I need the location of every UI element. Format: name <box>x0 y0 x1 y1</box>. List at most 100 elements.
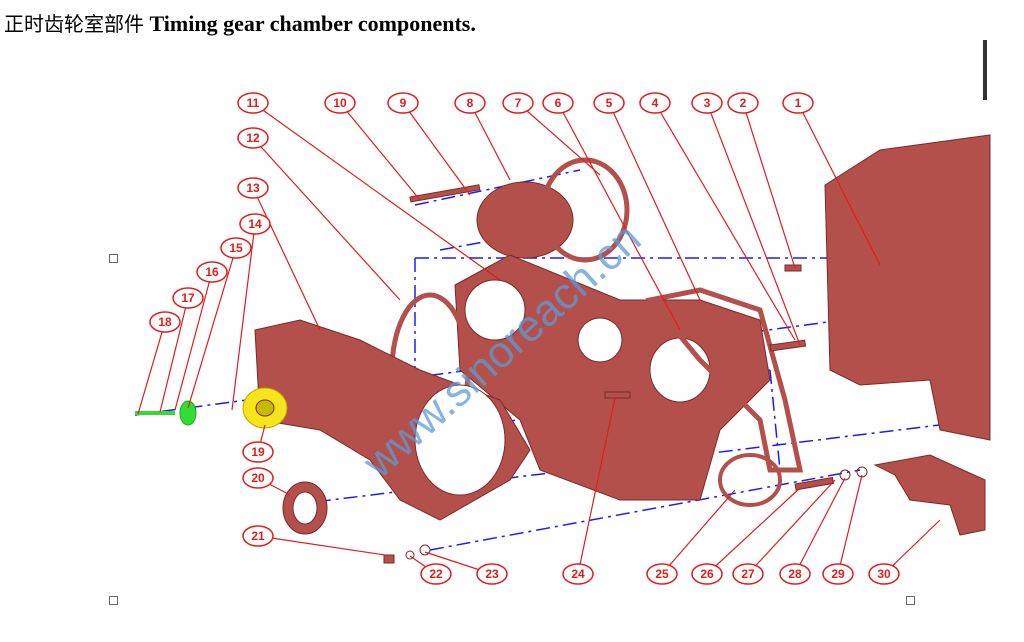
callout-5: 5 <box>593 92 625 114</box>
main-bearing-cap <box>873 454 986 536</box>
callout-circle <box>420 563 452 585</box>
callout-23: 23 <box>476 563 508 585</box>
callout-circle <box>242 525 274 547</box>
callout-number: 11 <box>247 96 260 110</box>
callout-circle <box>732 563 764 585</box>
callout-number: 29 <box>831 567 845 581</box>
callout-circle <box>782 92 814 114</box>
callout-number: 13 <box>246 181 260 195</box>
callout-number: 26 <box>700 567 714 581</box>
callout-circle <box>220 237 252 259</box>
leader-line <box>661 489 736 575</box>
stud-9 <box>409 184 481 203</box>
callout-number: 1 <box>795 96 802 110</box>
plate-gasket <box>645 287 804 473</box>
green-bolt <box>135 411 175 415</box>
green-seal <box>179 400 197 426</box>
image-edge-bar <box>983 40 987 100</box>
callout-number: 16 <box>205 265 219 279</box>
callout-number: 19 <box>251 445 265 459</box>
callout-circle <box>691 563 723 585</box>
callout-circle <box>646 563 678 585</box>
callout-29: 29 <box>822 563 854 585</box>
callout-28: 28 <box>779 563 811 585</box>
callout-circle <box>324 92 356 114</box>
leader-line <box>339 102 421 201</box>
parts <box>135 134 991 564</box>
resize-handle[interactable] <box>109 254 118 263</box>
callout-circle <box>822 563 854 585</box>
callout-12: 12 <box>237 127 269 149</box>
callout-15: 15 <box>220 237 252 259</box>
leader-line <box>469 102 511 181</box>
callout-6: 6 <box>542 92 574 114</box>
callout-circle <box>149 311 181 333</box>
leader-line <box>797 102 881 266</box>
leader-line <box>794 477 846 575</box>
callout-circle <box>562 563 594 585</box>
callout-number: 3 <box>704 96 711 110</box>
title-chinese: 正时齿轮室部件 <box>4 12 144 36</box>
callout-number: 15 <box>229 241 243 255</box>
resize-handle[interactable] <box>109 596 118 605</box>
leader-line <box>557 102 681 331</box>
leader-line <box>883 519 941 575</box>
leader-line <box>706 487 801 575</box>
callout-number: 22 <box>429 567 443 581</box>
callout-4: 4 <box>639 92 671 114</box>
callout-8: 8 <box>454 92 486 114</box>
callout-number: 28 <box>788 567 802 581</box>
callout-3: 3 <box>691 92 723 114</box>
callout-number: 12 <box>246 131 260 145</box>
callout-circle <box>639 92 671 114</box>
leader-line <box>231 223 256 411</box>
leader-line <box>402 102 471 196</box>
resize-handle[interactable] <box>906 596 915 605</box>
callout-25: 25 <box>646 563 678 585</box>
callout-2: 2 <box>727 92 759 114</box>
callout-circle <box>779 563 811 585</box>
callout-circle <box>237 127 269 149</box>
leader-line <box>742 102 796 269</box>
callout-number: 6 <box>555 96 562 110</box>
leader-line <box>837 474 863 575</box>
callout-number: 5 <box>606 96 613 110</box>
callout-10: 10 <box>324 92 356 114</box>
leader-line <box>747 479 836 575</box>
leader-line <box>252 187 321 331</box>
title-english: Timing gear chamber components. <box>149 11 476 36</box>
leader-line <box>187 247 237 409</box>
callout-circle <box>242 441 274 463</box>
callout-number: 18 <box>158 315 172 329</box>
callout-22: 22 <box>420 563 452 585</box>
callout-16: 16 <box>196 261 228 283</box>
leader-line <box>577 397 616 575</box>
leader-line <box>654 102 796 341</box>
callout-circle <box>868 563 900 585</box>
callout-number: 25 <box>655 567 669 581</box>
callout-13: 13 <box>237 177 269 199</box>
callout-number: 7 <box>515 96 522 110</box>
leader-line <box>257 535 386 556</box>
callout-circle <box>196 261 228 283</box>
callout-circle <box>237 92 269 114</box>
callout-circle <box>727 92 759 114</box>
timing-housing <box>454 254 771 501</box>
callout-21: 21 <box>242 525 274 547</box>
callout-9: 9 <box>387 92 419 114</box>
callout-number: 20 <box>251 471 265 485</box>
callout-26: 26 <box>691 563 723 585</box>
leader-line <box>706 102 801 346</box>
callout-30: 30 <box>868 563 900 585</box>
leader-line <box>137 321 166 415</box>
callout-20: 20 <box>242 467 274 489</box>
callout-number: 17 <box>181 291 195 305</box>
callout-number: 21 <box>251 529 265 543</box>
callout-number: 9 <box>400 96 407 110</box>
cover-gasket <box>540 157 630 263</box>
callout-18: 18 <box>149 311 181 333</box>
callout-number: 10 <box>333 96 347 110</box>
callout-circle <box>237 177 269 199</box>
